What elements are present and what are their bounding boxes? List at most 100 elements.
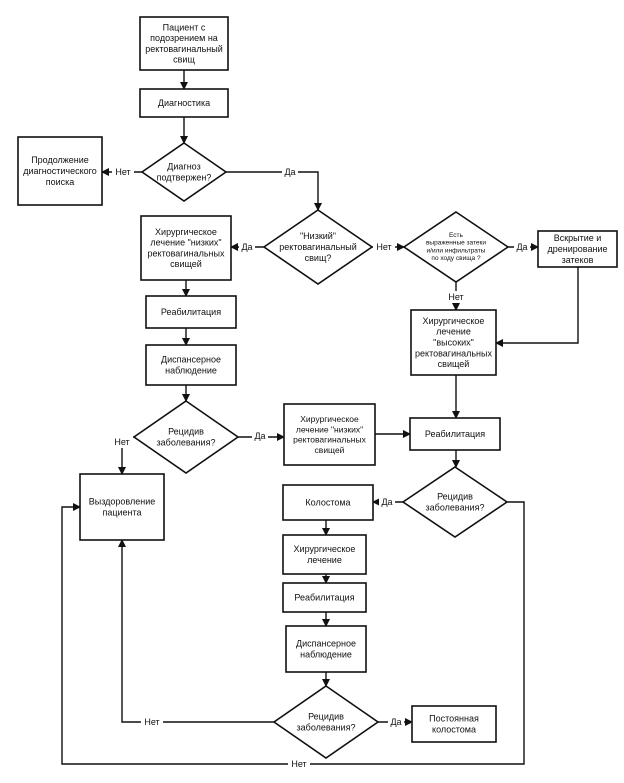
edge-label-bg <box>388 716 404 728</box>
node-rehab-2: Реабилитация <box>409 417 501 451</box>
node-label: свищ <box>173 55 195 65</box>
node-label: лечение <box>307 555 342 565</box>
node-label: поиска <box>46 177 75 187</box>
node-label: Выздоровление <box>89 497 156 507</box>
edge-label-infiltrates-yes: Да <box>516 242 527 252</box>
decision-diamond <box>402 211 510 283</box>
node-label: Есть <box>449 232 463 239</box>
edge-label-relapse1-yes: Да <box>254 431 265 441</box>
node-label: затеков <box>562 255 594 265</box>
node-label: ректовагинальный <box>145 44 222 54</box>
node-label: лечение "низких" <box>150 238 221 248</box>
process-box <box>410 309 497 376</box>
node-label: ректовагинальных <box>415 348 492 358</box>
edge-label-relapse3-yes: Да <box>390 717 401 727</box>
process-box <box>79 473 165 541</box>
node-label: Рецидив <box>437 492 473 502</box>
node-label: ректовагинальный <box>279 242 356 252</box>
edge-label-bg <box>252 430 268 442</box>
node-rehab-1: Реабилитация <box>145 295 237 329</box>
node-label: лечение <box>436 327 471 337</box>
process-box <box>411 705 497 743</box>
node-label: ректовагинальных <box>148 248 225 258</box>
node-label: свищей <box>438 359 470 369</box>
node-label: Пациент с <box>163 22 206 32</box>
decision-diamond <box>132 400 240 474</box>
process-box <box>282 484 374 521</box>
node-label: диагностического <box>23 166 97 176</box>
node-label: "высоких" <box>433 338 474 348</box>
process-box <box>285 625 367 673</box>
process-box <box>17 136 103 206</box>
node-label: свищей <box>170 259 202 269</box>
node-label: Рецидив <box>308 712 344 722</box>
node-label: наблюдение <box>300 649 352 659</box>
process-box <box>145 344 237 386</box>
node-label: свищ? <box>305 253 332 263</box>
decision-diamond <box>401 466 509 538</box>
connector-arrow <box>226 171 322 211</box>
node-rehab-3: Реабилитация <box>282 582 367 613</box>
edge-label-bg <box>379 496 395 508</box>
node-label: дренирование <box>548 244 608 254</box>
process-box <box>140 215 232 281</box>
node-label: Реабилитация <box>425 429 485 439</box>
node-label: Хирургическое <box>423 316 485 326</box>
edge-label-relapse3-no: Нет <box>144 717 159 727</box>
process-box <box>139 88 229 118</box>
node-label: Диспансерное <box>296 639 356 649</box>
edge-label-bg <box>514 241 530 253</box>
process-box <box>145 295 237 329</box>
edge-label-bg <box>445 291 467 303</box>
node-label: Постоянная <box>429 714 479 724</box>
node-label: Реабилитация <box>161 307 221 317</box>
process-box <box>282 582 367 613</box>
node-label: лечение "низких" <box>296 424 363 434</box>
node-label: подтвержен? <box>157 172 212 182</box>
process-box <box>139 16 229 71</box>
node-label: Рецидив <box>168 427 204 437</box>
node-label: Хирургическое <box>300 414 359 424</box>
edge-label-bg <box>111 436 133 448</box>
node-colostomy: Колостома <box>282 484 374 521</box>
process-box <box>409 417 501 451</box>
node-surgery-high: Хирургическоелечение"высоких"ректовагина… <box>410 309 497 376</box>
node-label: Диспансерное <box>161 355 221 365</box>
edge-label-low-yes: Да <box>241 242 252 252</box>
connector-arrow <box>118 539 274 723</box>
node-label: выраженные затеки <box>426 240 486 247</box>
node-label: заболевания? <box>297 722 356 732</box>
node-label: "Низкий" <box>300 231 336 241</box>
node-label: подозрением на <box>150 33 218 43</box>
connector-arrow <box>495 267 579 347</box>
node-label: ректовагинальных <box>293 435 366 445</box>
process-box <box>283 403 376 466</box>
node-label: Реабилитация <box>294 593 354 603</box>
node-label: и/или инфильтраты <box>427 247 486 254</box>
node-label: пациента <box>102 507 141 517</box>
node-diagnostics: Диагностика <box>139 88 229 118</box>
node-label: заболевания? <box>426 502 485 512</box>
edge-label-relapse2-yes: Да <box>381 497 392 507</box>
decision-diamond <box>262 209 374 285</box>
edge-label-infiltrates-no: Нет <box>448 292 463 302</box>
process-box <box>537 230 618 268</box>
edge-label-bg <box>288 758 310 770</box>
edge-label-bg <box>373 241 395 253</box>
node-label: Диагностика <box>158 98 210 108</box>
node-label: по ходу свища ? <box>431 255 481 262</box>
edge-label-bg <box>141 716 163 728</box>
edge-label-low-no: Нет <box>376 242 391 252</box>
